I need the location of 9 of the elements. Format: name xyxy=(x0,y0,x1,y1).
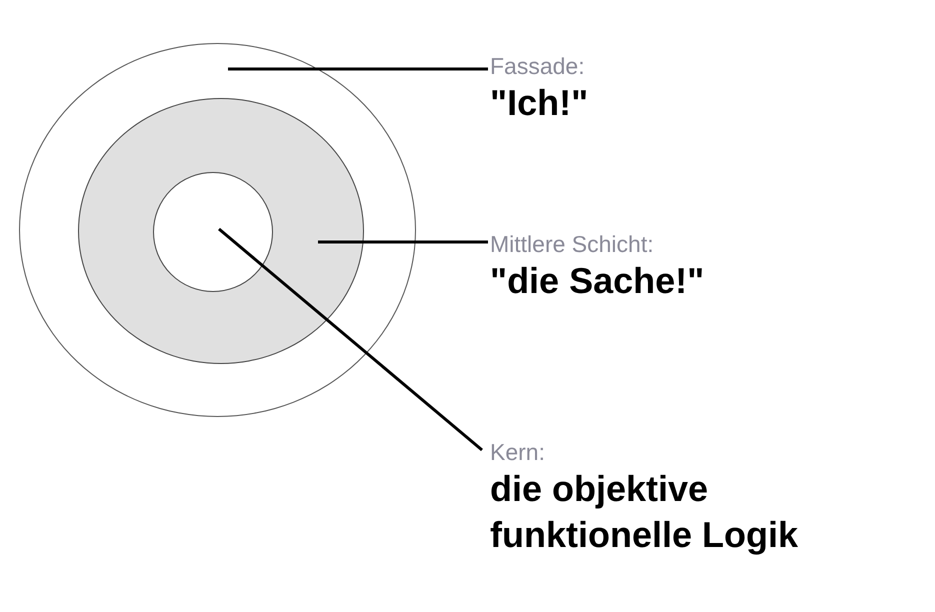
leader-line xyxy=(218,228,483,452)
layer-heading: Fassade: xyxy=(490,52,586,80)
layer-description: die objektive funktionelle Logik xyxy=(490,467,800,557)
leader-line xyxy=(318,240,488,244)
layer-description: "Ich!" xyxy=(490,81,590,125)
layer-description: "die Sache!" xyxy=(490,259,706,303)
layer-heading: Mittlere Schicht: xyxy=(490,230,655,258)
layer-heading: Kern: xyxy=(490,438,546,466)
leader-line xyxy=(228,68,488,70)
